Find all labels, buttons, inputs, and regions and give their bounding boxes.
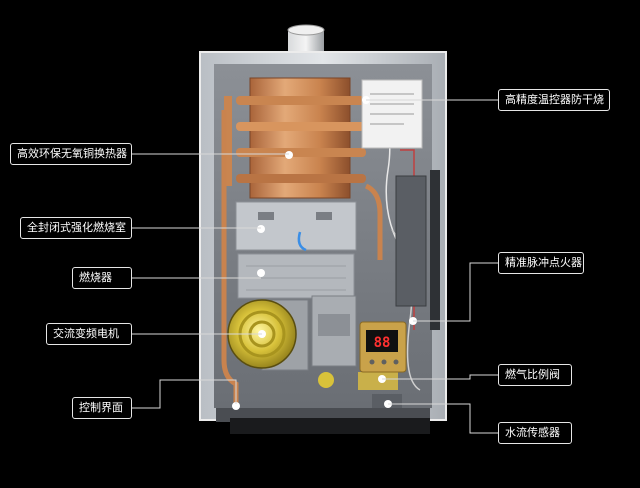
callout-gas-valve: 燃气比例阀: [498, 364, 572, 386]
callout-combustion-chamber: 全封闭式强化燃烧室: [20, 217, 132, 239]
combustion-chamber: [235, 201, 357, 251]
heat-exchanger: [224, 77, 366, 199]
leader-lines: [132, 99, 498, 434]
callout-flow-sensor: 水流传感器: [498, 422, 572, 444]
callout-burner: 燃烧器: [72, 267, 132, 289]
leader-control-interface: [132, 379, 237, 409]
leader-ignition: [413, 262, 498, 322]
leader-flow-sensor: [388, 403, 498, 434]
ignition-module: [395, 175, 427, 325]
interface-point: [232, 402, 240, 410]
fan-motor: [227, 299, 309, 371]
control-display: 88: [359, 321, 407, 373]
callout-temp-control: 高精度温控器防干烧: [498, 89, 610, 111]
leader-gas-valve: [382, 374, 498, 380]
callout-heat-exchanger: 高效环保无氧铜换热器: [10, 143, 132, 165]
callout-ignition: 精准脉冲点火器: [498, 252, 584, 274]
gas-valve: [311, 295, 398, 390]
display-reading: 88: [374, 335, 391, 351]
callout-control-interface: 控制界面: [72, 397, 132, 419]
burner: [237, 253, 355, 299]
callout-fan-motor: 交流变频电机: [46, 323, 132, 345]
temperature-controller: [361, 79, 423, 149]
flow-sensor: [372, 394, 402, 408]
